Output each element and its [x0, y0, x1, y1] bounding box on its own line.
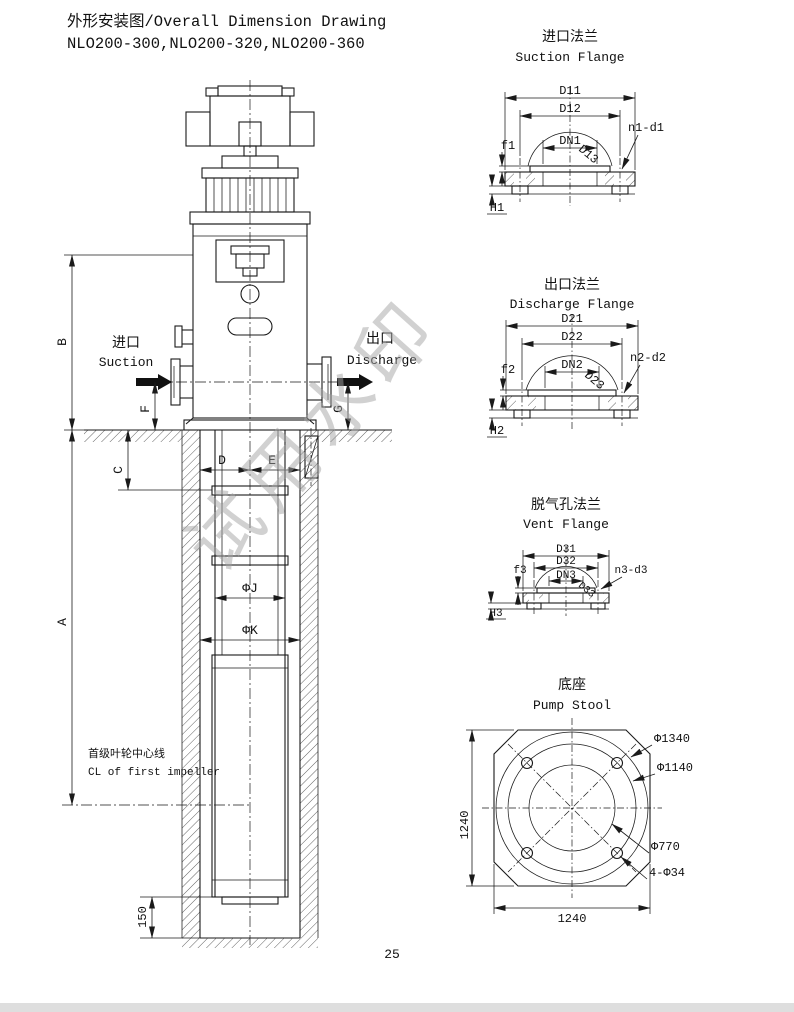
dim-label-phi-1340: Φ1340 — [654, 732, 690, 746]
page-bottom-edge — [0, 1003, 794, 1012]
vent-flange-title-en: Vent Flange — [523, 517, 609, 532]
dim-label-n3-d3: n3-d3 — [614, 565, 647, 577]
impeller-centerline-note: 首级叶轮中心线 CL of first impeller — [88, 746, 220, 779]
dim-label-f1: f1 — [501, 139, 515, 153]
dim-label-width-1240: 1240 — [558, 912, 587, 926]
vent-flange-detail: 脱气孔法兰 Vent Flange D31 D3 — [486, 497, 648, 621]
discharge-label-en: Discharge — [347, 353, 417, 368]
dim-label-phi-k: ΦK — [242, 623, 258, 638]
dim-label-150: 150 — [136, 906, 150, 928]
pump-stool-detail: 底座 Pump Stool Φ1340 Φ1140 Φ770 4-Φ34 — [458, 677, 693, 926]
main-pump-view: 进口 Suction 出口 Discharge — [55, 80, 417, 948]
discharge-flange-geometry — [505, 355, 639, 426]
suction-flange-dimensions: D11 D12 DN1 D13 f1 n1-d1 H1 — [487, 84, 664, 215]
motor-assembly — [185, 85, 315, 225]
dim-label-phi-770: Φ770 — [651, 840, 680, 854]
dim-label-d31: D31 — [556, 544, 576, 556]
suction-flange-detail: 进口法兰 Suction Flange D11 — [487, 29, 664, 215]
suction-flange-title-cn: 进口法兰 — [542, 29, 598, 46]
vent-flange-geometry — [522, 566, 610, 614]
ground-and-pit — [84, 429, 392, 948]
page-title: 外形安装图/Overall Dimension Drawing — [67, 12, 386, 31]
impeller-cl-label-cn: 首级叶轮中心线 — [88, 746, 165, 761]
suction-label-cn: 进口 — [112, 335, 140, 352]
dim-label-dn1: DN1 — [559, 134, 581, 148]
dim-label-f3: f3 — [513, 565, 526, 577]
dim-label-d22: D22 — [561, 330, 583, 344]
vent-flange-dimensions: D31 D32 DN3 D33 f3 n3-d3 H3 — [486, 544, 648, 621]
dim-label-d11: D11 — [559, 84, 581, 98]
pump-stool-title-en: Pump Stool — [533, 698, 611, 713]
dim-label-g: G — [331, 405, 346, 413]
dim-label-4-phi-34: 4-Φ34 — [649, 866, 685, 880]
page-number: 25 — [384, 947, 400, 962]
column-pipe — [211, 430, 289, 905]
dim-label-h1: H1 — [490, 201, 504, 215]
dim-label-d12: D12 — [559, 102, 581, 116]
model-numbers: NLO200-300,NLO200-320,NLO200-360 — [67, 35, 365, 53]
dim-label-h3: H3 — [489, 608, 502, 620]
title-block: 外形安装图/Overall Dimension Drawing NLO200-3… — [67, 12, 386, 53]
discharge-flange-detail: 出口法兰 Discharge Flange D21 — [487, 277, 666, 438]
dim-label-e: E — [268, 453, 276, 468]
discharge-flange-title-cn: 出口法兰 — [544, 277, 600, 294]
dim-label-phi-1140: Φ1140 — [657, 761, 693, 775]
suction-label-en: Suction — [99, 355, 154, 370]
dim-label-dn3: DN3 — [556, 570, 576, 582]
discharge-flange-title-en: Discharge Flange — [510, 297, 635, 312]
dim-label-n1-d1: n1-d1 — [628, 121, 664, 135]
dim-label-b: B — [55, 338, 70, 346]
suction-flange-title-en: Suction Flange — [515, 50, 624, 65]
pump-centerline — [138, 80, 360, 945]
pump-stool-title-cn: 底座 — [558, 677, 586, 694]
pump-stool-geometry — [482, 718, 662, 898]
dim-label-d: D — [218, 453, 226, 468]
dim-label-d21: D21 — [561, 312, 583, 326]
dim-label-f2: f2 — [501, 363, 515, 377]
pump-stool-dimensions: Φ1340 Φ1140 Φ770 4-Φ34 1240 1240 — [458, 729, 693, 926]
dim-label-h2: H2 — [490, 424, 504, 438]
anchor-bolt — [304, 428, 319, 486]
discharge-flange-dimensions: D21 D22 DN2 D23 f2 n2-d2 H2 — [487, 312, 666, 438]
dim-label-dn2: DN2 — [561, 358, 583, 372]
impeller-cl-label-en: CL of first impeller — [88, 767, 220, 779]
suction-flange-geometry — [504, 131, 636, 202]
suction-flow-arrow-icon — [136, 374, 172, 390]
dim-label-a: A — [55, 618, 70, 626]
discharge-label-cn: 出口 — [366, 331, 394, 348]
vent-flange-title-cn: 脱气孔法兰 — [531, 497, 601, 514]
dim-label-c: C — [111, 466, 126, 474]
dim-label-phi-j: ΦJ — [242, 581, 258, 596]
pump-casing — [174, 223, 317, 431]
dim-label-d32: D32 — [556, 556, 576, 568]
discharge-nozzle — [307, 356, 332, 408]
dim-label-f: F — [138, 405, 153, 413]
dim-label-height-1240: 1240 — [458, 811, 472, 840]
main-dimensions: B A F G C D E ΦJ ΦK 150 — [55, 254, 351, 939]
dim-label-n2-d2: n2-d2 — [630, 351, 666, 365]
